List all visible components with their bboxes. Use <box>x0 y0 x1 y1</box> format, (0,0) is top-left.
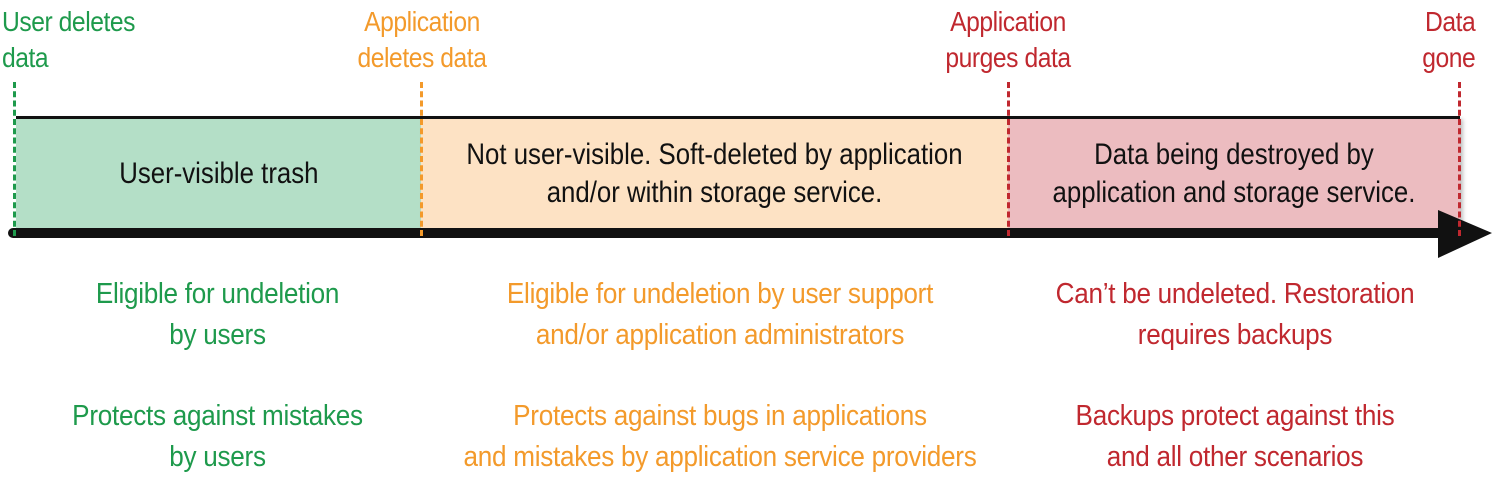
protection-trash: Protects against mistakes by users <box>20 396 415 478</box>
stage-text-line: and/or within storage service. <box>546 176 883 209</box>
desc-line: by users <box>169 441 266 473</box>
marker-application-purges <box>1007 82 1010 236</box>
milestone-label-line: deletes data <box>357 42 487 73</box>
marker-user-deletes <box>13 82 16 236</box>
milestone-label-line: purges data <box>945 42 1071 73</box>
eligibility-destroyed: Can’t be undeleted. Restoration requires… <box>1005 274 1465 356</box>
stage-text: Not user-visible. Soft-deleted by applic… <box>466 136 962 212</box>
milestone-application-deletes-data: Application deletes data <box>343 4 501 76</box>
protection-soft-deleted: Protects against bugs in applications an… <box>420 396 1020 478</box>
desc-line: Protects against bugs in applications <box>513 400 927 432</box>
protection-destroyed: Backups protect against this and all oth… <box>1005 396 1465 478</box>
stage-text: User-visible trash <box>119 155 318 193</box>
desc-line: Can’t be undeleted. Restoration <box>1055 278 1415 310</box>
stage-user-visible-trash: User-visible trash <box>16 116 421 229</box>
stage-text: Data being destroyed by application and … <box>1053 136 1416 212</box>
milestone-label-line: Application <box>364 6 480 37</box>
desc-line: and mistakes by application service prov… <box>463 441 977 473</box>
eligibility-trash: Eligible for undeletion by users <box>20 274 415 356</box>
desc-line: and all other scenarios <box>1106 441 1364 473</box>
milestone-label-line: gone <box>1421 42 1476 73</box>
marker-data-gone <box>1458 82 1461 236</box>
marker-application-deletes <box>420 82 423 236</box>
desc-line: requires backups <box>1137 319 1333 351</box>
desc-line: and/or application administrators <box>535 319 905 351</box>
eligibility-soft-deleted: Eligible for undeletion by user support … <box>420 274 1020 356</box>
timeline-axis <box>8 228 1448 238</box>
stage-text-line: application and storage service. <box>1052 176 1416 209</box>
desc-line: by users <box>169 319 266 351</box>
stage-text-line: Data being destroyed by <box>1094 138 1374 171</box>
milestone-label-line: data <box>2 42 49 73</box>
desc-line: Backups protect against this <box>1075 400 1395 432</box>
milestone-user-deletes-data: User deletes data <box>2 4 135 76</box>
timeline-arrowhead-icon <box>1438 210 1492 258</box>
desc-line: Eligible for undeletion by user support <box>506 278 934 310</box>
desc-line: Eligible for undeletion <box>95 278 340 310</box>
milestone-label-line: User deletes <box>2 6 136 37</box>
stage-soft-deleted: Not user-visible. Soft-deleted by applic… <box>421 116 1008 229</box>
desc-line: Protects against mistakes <box>72 400 363 432</box>
stage-text-line: User-visible trash <box>118 157 319 190</box>
milestone-data-gone: Data gone <box>1421 4 1476 76</box>
milestone-label-line: Data <box>1424 6 1476 37</box>
milestone-label-line: Application <box>950 6 1066 37</box>
stage-being-destroyed: Data being destroyed by application and … <box>1008 116 1460 229</box>
milestone-application-purges-data: Application purges data <box>929 4 1087 76</box>
stage-text-line: Not user-visible. Soft-deleted by applic… <box>466 138 963 171</box>
